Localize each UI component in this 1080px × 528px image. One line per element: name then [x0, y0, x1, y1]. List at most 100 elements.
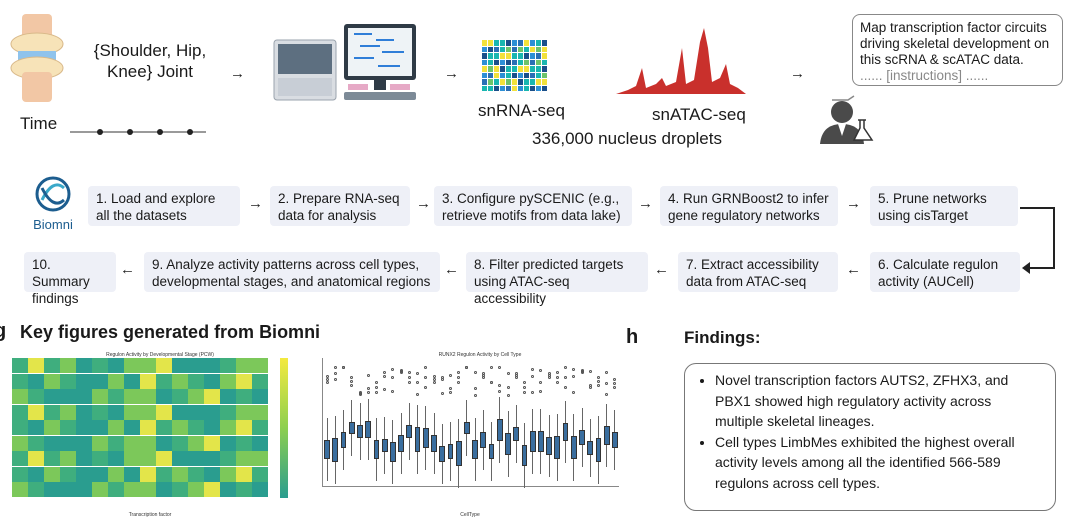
workflow-step-8: 8. Filter predicted targets using ATAC-s… [466, 252, 648, 306]
heatmap-cell [124, 373, 140, 389]
heatmap-cell [220, 373, 236, 389]
heatmap-cell [124, 482, 140, 497]
boxplot-outlier [481, 376, 485, 379]
snrna-grid-cell [494, 85, 500, 92]
heatmap-cell [124, 420, 140, 435]
boxplot-box [357, 424, 363, 438]
heatmap-cell [204, 373, 220, 389]
boxplot-outlier [580, 371, 584, 374]
heatmap-cell [172, 466, 188, 482]
heatmap-cell [172, 435, 188, 451]
flow-arrow-2: → [444, 65, 459, 82]
snrna-grid-cell [494, 72, 500, 79]
boxplot-outlier [531, 368, 535, 371]
boxplot-outlier [391, 390, 395, 393]
heatmap-cell [252, 451, 268, 466]
heatmap-cell [108, 404, 124, 420]
boxplot-outlier [432, 378, 436, 381]
boxplot-box [472, 439, 478, 459]
finding-item-2: Cell types LimbMes exhibited the highest… [715, 432, 1043, 494]
heatmap-cell [236, 451, 252, 466]
boxplot-box [463, 422, 470, 434]
heatmap-cell [44, 482, 60, 497]
heatmap-cell [140, 466, 156, 482]
boxplot-outlier [498, 384, 502, 387]
heatmap-cell [188, 420, 204, 435]
heatmap-cell [204, 466, 220, 482]
heatmap-cell [44, 389, 60, 404]
workflow-step-1: 1. Load and explore all the datasets [88, 186, 240, 226]
boxplot-outlier [457, 376, 461, 379]
step-arrow-8-9: ← [444, 261, 459, 278]
boxplot-outlier [366, 374, 370, 377]
joint-label-line2: Knee} Joint [106, 62, 193, 81]
boxplot-outlier [325, 381, 329, 384]
snrna-grid-cell [488, 79, 494, 85]
snrna-grid-cell [506, 66, 512, 72]
snrna-grid-cell [524, 79, 530, 85]
boxplot-box [603, 425, 610, 445]
snrna-grid-cell [500, 59, 506, 66]
snrna-grid-cell [494, 53, 500, 59]
snrna-grid-cell [518, 40, 524, 46]
boxplot-box [422, 428, 429, 448]
heatmap-cell [76, 466, 92, 482]
heatmap-cell [108, 389, 124, 404]
heatmap-cell [28, 451, 44, 466]
snrna-grid-cell [494, 79, 500, 85]
snrna-grid-cell [542, 79, 548, 85]
heatmap [12, 358, 272, 506]
snrna-grid-cell [524, 53, 530, 59]
joint-label-line1: {Shoulder, Hip, [93, 41, 207, 60]
boxplot-box [611, 432, 618, 448]
heatmap-cell [252, 482, 268, 497]
boxplot-box [414, 426, 421, 452]
boxplot-box [324, 439, 330, 459]
snrna-grid-cell [512, 59, 518, 66]
boxplot-box [480, 432, 487, 448]
prompt-line3: this scRNA & scATAC data. [860, 52, 1024, 67]
snrna-grid-cell [488, 72, 494, 79]
snrna-grid-cell [494, 59, 500, 66]
snrna-grid-cell [536, 40, 542, 46]
heatmap-cell [44, 451, 60, 466]
boxplot-box [595, 438, 602, 462]
boxplot-box [505, 433, 511, 455]
boxplot-outlier [416, 381, 420, 384]
snrna-grid-cell [518, 59, 524, 66]
heatmap-cell [12, 389, 28, 404]
heatmap-cell [60, 404, 76, 420]
snrna-grid-cell [530, 79, 536, 85]
heatmap-cell [108, 466, 124, 482]
heatmap-cell [12, 358, 28, 373]
workflow-step-3: 3. Configure pySCENIC (e.g., retrieve mo… [434, 186, 632, 226]
heatmap-cell [204, 404, 220, 420]
snrna-grid-cell [512, 40, 518, 46]
heatmap-cell [236, 404, 252, 420]
boxplot-outlier [325, 375, 329, 378]
snrna-grid-cell [500, 66, 506, 72]
heatmap-cell [156, 358, 172, 373]
boxplot-outlier [457, 371, 461, 374]
heatmap-cell [28, 404, 44, 420]
boxplot-box [496, 419, 503, 441]
heatmap-cell [156, 389, 172, 404]
snrna-grid-cell [482, 53, 488, 59]
snrna-grid-cell [518, 79, 524, 85]
heatmap-cell [220, 435, 236, 451]
heatmap-cell [44, 435, 60, 451]
boxplot-box [537, 430, 544, 452]
heatmap-cell [92, 404, 108, 420]
heatmap-cell [252, 358, 268, 373]
heatmap-cell [44, 404, 60, 420]
heatmap-cell [60, 466, 76, 482]
boxplot-outlier [588, 370, 592, 373]
heatmap-cell [188, 389, 204, 404]
snrna-grid-cell [536, 46, 542, 53]
snrna-grid-cell [530, 40, 536, 46]
heatmap-cell [92, 373, 108, 389]
boxplot-box [488, 443, 495, 459]
heatmap-cell [252, 435, 268, 451]
figures-title: Key figures generated from Biomni [20, 322, 321, 342]
heatmap-cell [44, 373, 60, 389]
